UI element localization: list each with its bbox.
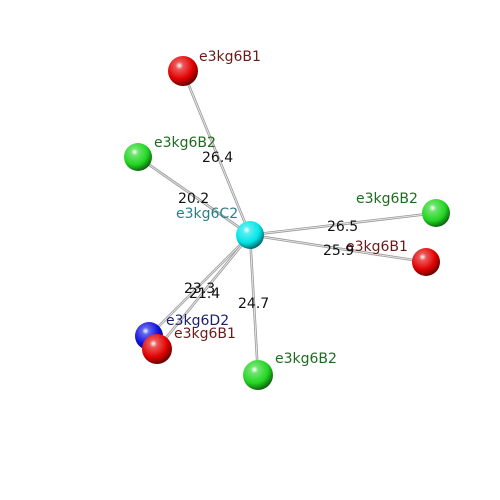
bond-highlight-5 xyxy=(148,234,251,337)
center-atom-label: e3kg6C2 xyxy=(176,206,238,222)
atom-e3kg6b1-6 xyxy=(142,334,172,364)
bond-highlight-0 xyxy=(182,70,251,236)
bond-lines xyxy=(137,70,437,376)
distance-label-3: 25.9 xyxy=(323,243,354,259)
distance-label-4: 24.7 xyxy=(238,296,269,312)
atom-label-5: e3kg6D2 xyxy=(166,313,229,329)
distance-label-2: 26.5 xyxy=(327,219,358,235)
atom-label-1: e3kg6B2 xyxy=(154,135,216,151)
distance-label-5: 23.3 xyxy=(184,281,215,297)
bond-highlight-6 xyxy=(156,234,251,350)
atom-center-e3kg6c2 xyxy=(236,221,264,249)
bond-highlight-3 xyxy=(249,234,427,263)
distance-labels: 26.4 20.2 26.5 25.9 24.7 23.321.4 xyxy=(178,150,358,312)
bond-highlight-4 xyxy=(249,234,259,376)
atom-spheres xyxy=(124,56,450,390)
atom-e3kg6b1-3 xyxy=(412,248,440,276)
atom-label-0: e3kg6B1 xyxy=(199,49,261,65)
distance-label-6: 21.4 xyxy=(189,286,220,302)
atom-e3kg6b2-2 xyxy=(422,199,450,227)
atom-e3kg6b2-1 xyxy=(124,143,152,171)
atom-label-2: e3kg6B2 xyxy=(356,191,418,207)
atom-labels: e3kg6B1 e3kg6B2 e3kg6B2 e3kg6B1 e3kg6B2 e3kg6… xyxy=(154,49,418,367)
atom-label-6: e3kg6B1 xyxy=(174,326,236,342)
atom-label-3: e3kg6B1 xyxy=(346,239,408,255)
bond-highlight-1 xyxy=(137,156,251,236)
distance-label-1: 20.2 xyxy=(178,191,209,207)
atom-e3kg6b2-4 xyxy=(243,360,273,390)
atom-label-4: e3kg6B2 xyxy=(275,351,337,367)
bond-highlight-2 xyxy=(249,212,437,236)
distance-label-0: 26.4 xyxy=(202,150,233,166)
atom-e3kg6b1-0 xyxy=(168,56,198,86)
